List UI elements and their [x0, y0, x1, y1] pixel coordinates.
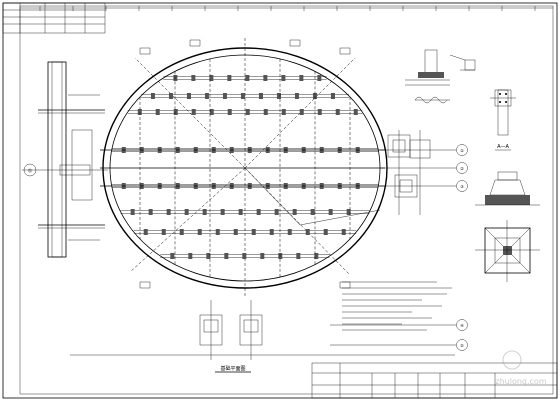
beam-column [263, 75, 268, 81]
beam-column [224, 253, 229, 259]
left-frame [22, 61, 108, 258]
beam-column [328, 209, 333, 215]
beam-column [215, 229, 220, 235]
beam-column [227, 109, 232, 115]
beam-column [188, 253, 193, 259]
pedestal-plan [475, 220, 540, 282]
beam-column [184, 209, 189, 215]
beam-column [278, 253, 283, 259]
beam-column [148, 209, 153, 215]
top-ruler [20, 6, 553, 11]
plan-title: 基础平面图 [215, 365, 251, 373]
beam-column [310, 209, 315, 215]
beam-column [317, 75, 322, 81]
beam-column [299, 109, 304, 115]
beam-column [292, 209, 297, 215]
beam-column [238, 209, 243, 215]
beam-column [137, 109, 142, 115]
beam-column [191, 109, 196, 115]
beam-column [222, 93, 227, 99]
beam-column [233, 229, 238, 235]
beam-column [294, 93, 299, 99]
beam-column [353, 109, 358, 115]
right-footings [387, 130, 431, 215]
beam-column [173, 75, 178, 81]
beam-column [274, 209, 279, 215]
beam-column [299, 75, 304, 81]
beam-group [100, 75, 385, 259]
beam-column [179, 229, 184, 235]
column-grid [139, 58, 351, 278]
beam-column [204, 93, 209, 99]
beam-column [258, 93, 263, 99]
beam-column [197, 229, 202, 235]
beam-column [296, 253, 301, 259]
beam-column [346, 209, 351, 215]
section-label: A—A [497, 144, 509, 150]
beam-column [161, 229, 166, 235]
beam-column [155, 109, 160, 115]
revision-table [2, 2, 106, 34]
beam-column [312, 93, 317, 99]
beam-column [168, 93, 173, 99]
svg-text:基础平面图: 基础平面图 [220, 365, 245, 372]
bottom-footings [70, 300, 455, 360]
beam-column [209, 109, 214, 115]
beam-column [242, 253, 247, 259]
svg-text:④: ④ [460, 323, 464, 328]
grid-bubble-left: ① [23, 163, 37, 177]
beam-column [305, 229, 310, 235]
beam-column [281, 75, 286, 81]
pedestal-elevation [475, 171, 540, 206]
beam-column [314, 253, 319, 259]
main-plan [100, 38, 388, 298]
beam-column [130, 209, 135, 215]
beam-column [281, 109, 286, 115]
watermark: zhulong.com [495, 350, 547, 386]
beam-column [287, 229, 292, 235]
beam-column [173, 109, 178, 115]
beam-column [245, 109, 250, 115]
beam-column [256, 209, 261, 215]
svg-text:①: ① [28, 169, 33, 175]
beam-column [143, 229, 148, 235]
general-notes [342, 281, 452, 331]
beam-column [206, 253, 211, 259]
beam-column [150, 93, 155, 99]
svg-text:zhulong.com: zhulong.com [495, 377, 546, 386]
beam-column [269, 229, 274, 235]
beam-column [276, 93, 281, 99]
svg-text:②: ② [460, 166, 464, 171]
detail-top [405, 49, 476, 104]
svg-text:①: ① [460, 148, 464, 153]
beam-column [341, 229, 346, 235]
beam-column [191, 75, 196, 81]
beam-column [330, 93, 335, 99]
beam-column [245, 75, 250, 81]
section-a-a: A—A [490, 89, 516, 151]
beam-column [317, 109, 322, 115]
beam-column [166, 209, 171, 215]
sheet-border [2, 2, 558, 399]
title-block [311, 362, 558, 399]
beam-column [335, 109, 340, 115]
beam-column [227, 75, 232, 81]
beam-column [220, 209, 225, 215]
beam-column [260, 253, 265, 259]
beam-column [263, 109, 268, 115]
beam-column [240, 93, 245, 99]
beam-column [202, 209, 207, 215]
beam-column [209, 75, 214, 81]
beam-column [251, 229, 256, 235]
beam-column [186, 93, 191, 99]
beam-column [170, 253, 175, 259]
beam-column [323, 229, 328, 235]
svg-text:⑤: ⑤ [460, 343, 464, 348]
svg-text:③: ③ [460, 184, 464, 189]
grid-bubbles-right: ① ② ③ ④ ⑤ [330, 144, 468, 351]
